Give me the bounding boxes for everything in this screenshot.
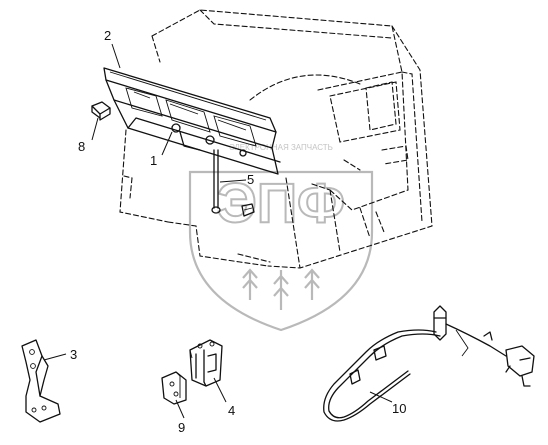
callout-5: 5	[247, 172, 254, 187]
latch-clip-part	[241, 203, 255, 217]
callout-2: 2	[104, 28, 111, 43]
truck-cab	[119, 9, 433, 269]
hinge-part	[21, 339, 61, 423]
leader-lines	[43, 43, 393, 419]
callout-8: 8	[78, 139, 85, 154]
callout-1: 1	[150, 153, 157, 168]
release-cable-part	[323, 305, 535, 422]
watermark-caption: ЭЛЕКТРОННАЯ ЗАПЧАСТЬ	[229, 143, 333, 152]
watermark-wheat-icon	[242, 268, 320, 310]
callout-4: 4	[228, 403, 235, 418]
callout-10: 9	[178, 420, 185, 435]
watermark: ЭПФ ЭЛЕКТРОННАЯ ЗАПЧАСТЬ	[188, 143, 374, 332]
rear-hatch-panel	[103, 67, 281, 175]
lock-bracket-part	[189, 339, 223, 387]
callout-labels: 2 1 8 5 3 4 9 10	[70, 28, 406, 435]
callout-9: 10	[392, 401, 406, 416]
mounting-plate-part	[161, 371, 187, 405]
lock-rod-part	[211, 149, 221, 214]
bumper-stop-part	[91, 101, 111, 121]
callout-3: 3	[70, 347, 77, 362]
